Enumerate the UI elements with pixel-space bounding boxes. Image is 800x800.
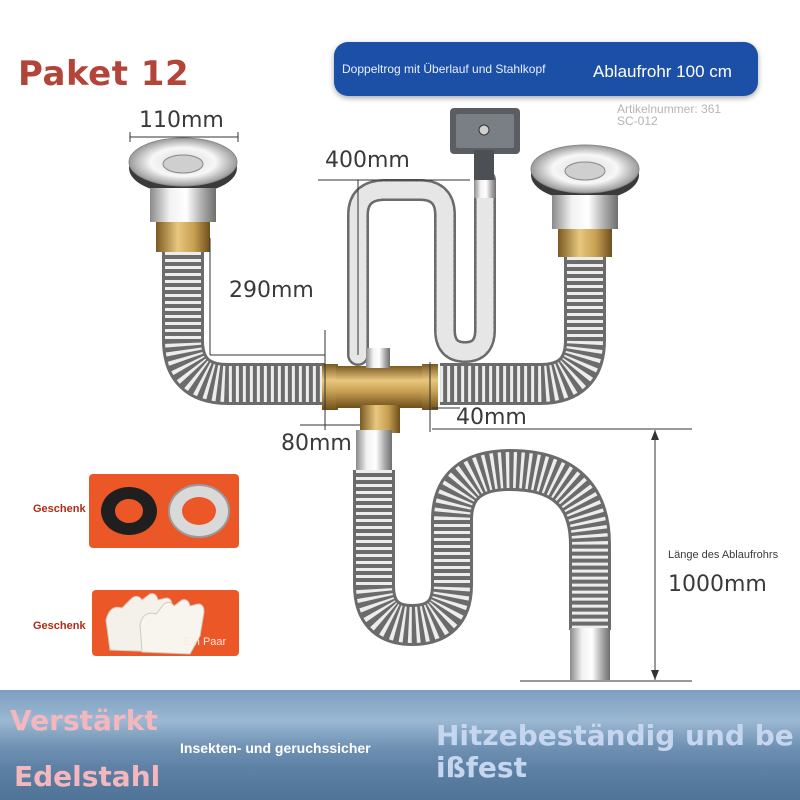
gift-label: Geschenk	[33, 620, 86, 632]
banner-subtitle: Doppeltrog mit Überlauf und Stahlkopf	[342, 62, 546, 76]
gasket-rings-image	[101, 484, 230, 538]
feature-reinforced: Verstärkt	[10, 704, 158, 737]
article-number: Artikelnummer: 361	[617, 102, 722, 116]
feature-heat-line2: ißfest	[436, 751, 527, 784]
gloves-caption: Ein Paar	[184, 636, 227, 648]
feature-strip	[0, 690, 800, 800]
dimension-drain: 1000mm	[668, 572, 767, 597]
feature-heat-line1: Hitzebeständig und be	[436, 719, 794, 752]
feature-insect-proof: Insekten- und geruchssicher	[180, 740, 371, 756]
article-code: SC-012	[617, 114, 658, 128]
feature-material: Edelstahl	[14, 760, 161, 793]
gift-label: Geschenk	[33, 503, 86, 515]
page-title: Paket 12	[18, 54, 190, 94]
gift-gloves-panel: Ein Paar	[92, 590, 239, 656]
dimension-branch: 290mm	[229, 278, 314, 303]
gloves-image	[105, 593, 205, 655]
drain-length-label: Länge des Ablaufrohrs	[668, 549, 779, 561]
dimension-overflow-hose: 400mm	[325, 148, 410, 173]
dimension-tee-left: 80mm	[281, 431, 352, 456]
gift-gasket-panel	[89, 474, 239, 548]
dimension-tee-right: 40mm	[456, 405, 527, 430]
dimension-strainer: 110mm	[139, 108, 224, 133]
product-banner: Doppeltrog mit Überlauf und Stahlkopf Ab…	[334, 42, 758, 96]
banner-main-text: Ablaufrohr 100 cm	[593, 62, 732, 81]
